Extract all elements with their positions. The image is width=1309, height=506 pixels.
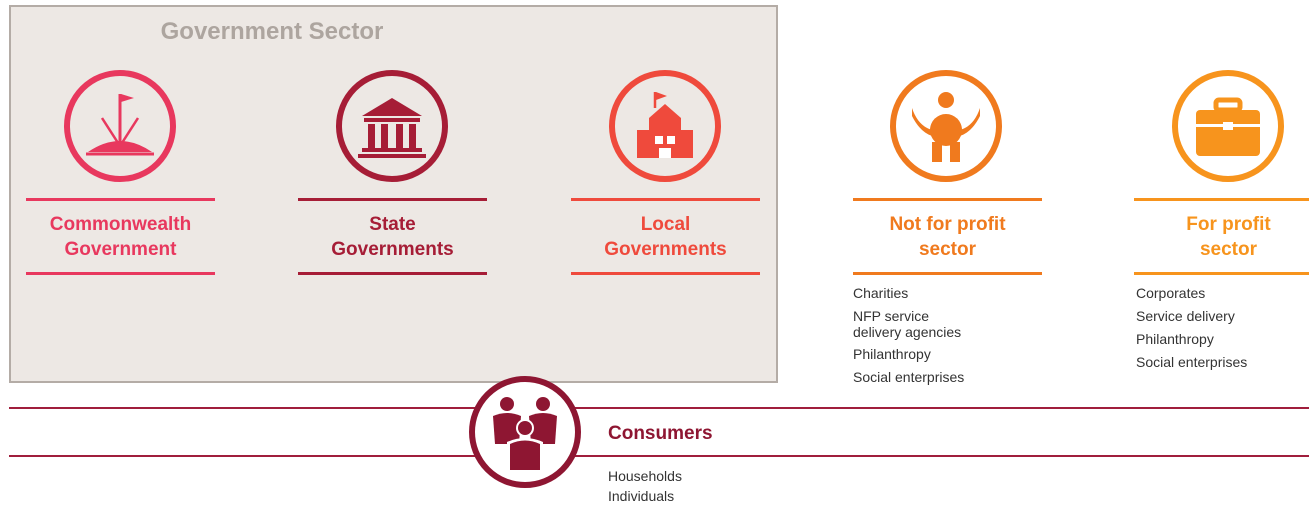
list-item: Service delivery	[1136, 308, 1235, 324]
nfp-rule-top	[853, 198, 1042, 201]
state-rule-top	[298, 198, 487, 201]
list-item: Corporates	[1136, 285, 1206, 301]
list-item: Social enterprises	[1136, 354, 1248, 370]
for-profit-rule-top	[1134, 198, 1309, 201]
briefcase-icon	[1172, 70, 1284, 182]
consumers-rule-top	[9, 407, 1309, 409]
helping-hands-icon	[890, 70, 1002, 182]
people-group-icon	[469, 376, 581, 488]
list-item: Charities	[853, 285, 909, 301]
nfp-items-list: Charities NFP service delivery agencies …	[853, 285, 964, 392]
government-sector-box	[9, 5, 778, 383]
local-rule-bottom	[571, 272, 760, 275]
government-sector-title: Government Sector	[160, 18, 384, 45]
consumers-items-list: Households Individuals	[608, 466, 682, 506]
local-governments-label: Local Governments	[604, 214, 727, 260]
commonwealth-rule-bottom	[26, 272, 215, 275]
for-profit-label: For profit sector	[1186, 214, 1271, 260]
for-profit-rule-bottom	[1134, 272, 1309, 275]
list-item: Philanthropy	[853, 346, 931, 362]
state-governments-label: State Governments	[331, 214, 454, 260]
state-rule-bottom	[298, 272, 487, 275]
consumers-rule-bottom	[9, 455, 1309, 457]
parliament-house-icon	[64, 70, 176, 182]
town-hall-icon	[609, 70, 721, 182]
commonwealth-rule-top	[26, 198, 215, 201]
local-rule-top	[571, 198, 760, 201]
list-item: Individuals	[608, 488, 675, 504]
consumers-title: Consumers	[608, 423, 713, 444]
nfp-rule-bottom	[853, 272, 1042, 275]
list-item: Households	[608, 468, 682, 484]
list-item: Social enterprises	[853, 369, 965, 385]
not-for-profit-label: Not for profit sector	[889, 214, 1006, 260]
list-item: Philanthropy	[1136, 331, 1214, 347]
commonwealth-government-label: Commonwealth Government	[49, 214, 192, 260]
list-item: NFP service delivery agencies	[853, 308, 962, 340]
for-profit-items-list: Corporates Service delivery Philanthropy…	[1136, 285, 1247, 377]
government-building-icon	[336, 70, 448, 182]
